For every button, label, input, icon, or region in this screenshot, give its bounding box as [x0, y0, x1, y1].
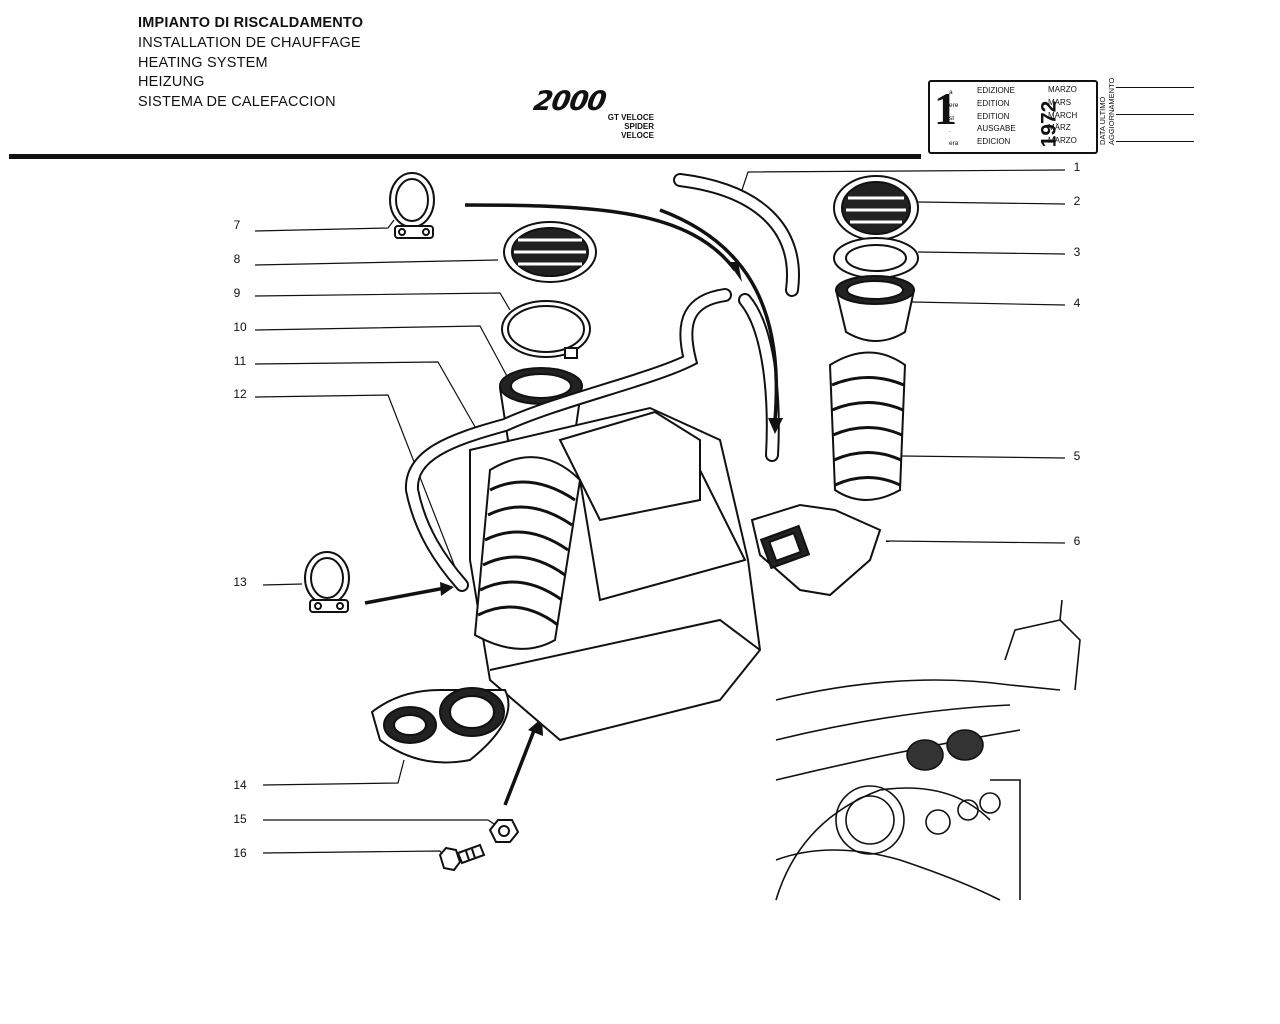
callout-5: 5 [1073, 449, 1081, 463]
edition-number: 1 [934, 83, 957, 134]
edition-label: EDITION [977, 112, 1010, 121]
clamp-left [304, 551, 350, 613]
model-subtitle: GT VELOCE SPIDER VELOCE [592, 113, 654, 140]
dashboard-inset [775, 599, 1081, 901]
edition-month: MARCH [1048, 111, 1078, 120]
edition-box: 1 a ere st . era EDIZIONE EDITION EDITIO… [928, 80, 1098, 154]
update-line [1116, 141, 1194, 142]
edition-sup: st [949, 115, 955, 122]
title-german: HEIZUNG [138, 74, 205, 91]
update-line [1116, 114, 1194, 115]
callout-2: 2 [1073, 194, 1081, 208]
leader-lines-right [741, 169, 1066, 544]
callout-9: 9 [233, 286, 241, 300]
retaining-ring-right [833, 237, 919, 279]
callout-15: 15 [233, 812, 247, 826]
hex-nut [488, 819, 520, 843]
title-spanish: SISTEMA DE CALEFACCION [138, 94, 336, 111]
vent-grille-center [503, 221, 597, 283]
corrugated-hose-left [473, 456, 582, 650]
header-rule [9, 154, 921, 159]
edition-label: EDIZIONE [977, 86, 1015, 95]
edition-sup: ere [949, 102, 959, 109]
corrugated-hose-right [828, 351, 907, 501]
clamp-top [389, 172, 435, 239]
callout-8: 8 [233, 252, 241, 266]
callout-10: 10 [233, 320, 247, 334]
model-sub-gt: GT VELOCE [607, 113, 654, 122]
callout-16: 16 [233, 846, 247, 860]
duct-flange-right [750, 503, 882, 597]
update-line [1116, 87, 1194, 88]
title-english: HEATING SYSTEM [138, 54, 268, 71]
edition-label: AUSGABE [977, 124, 1016, 133]
hex-bolt [438, 843, 486, 872]
retaining-ring-center [501, 300, 591, 359]
heater-hose-upper-inner [406, 175, 798, 590]
callout-13: 13 [233, 575, 247, 589]
title-french: INSTALLATION DE CHAUFFAGE [138, 34, 361, 51]
callout-7: 7 [233, 218, 241, 232]
direction-arrows [364, 203, 779, 806]
edition-sup: a [949, 89, 953, 96]
title-italian: IMPIANTO DI RISCALDAMENTO [138, 15, 364, 31]
model-sub-spider: SPIDER VELOCE [621, 122, 654, 140]
edition-sup: . [949, 127, 951, 134]
edition-month: MARS [1048, 98, 1072, 107]
edition-label: EDITION [977, 99, 1010, 108]
duct-outlet-lower [370, 687, 510, 764]
edition-month: MÄRZ [1048, 123, 1071, 132]
callout-4: 4 [1073, 296, 1081, 310]
leader-lines-left [254, 219, 511, 859]
vent-grille-right [833, 175, 919, 241]
edition-month: MARZO [1048, 136, 1077, 145]
title-block: IMPIANTO DI RISCALDAMENTO INSTALLATION D… [138, 14, 363, 113]
edition-sup: era [949, 140, 959, 147]
edition-label: EDICION [977, 137, 1011, 146]
callout-1: 1 [1073, 160, 1081, 174]
edition-month: MARZO [1048, 85, 1077, 94]
callout-6: 6 [1073, 534, 1081, 548]
callout-12: 12 [233, 387, 247, 401]
vent-housing-right [834, 275, 916, 342]
callout-14: 14 [233, 778, 247, 792]
arrow-heads [440, 262, 783, 736]
callout-3: 3 [1073, 245, 1081, 259]
callout-11: 11 [233, 354, 247, 368]
